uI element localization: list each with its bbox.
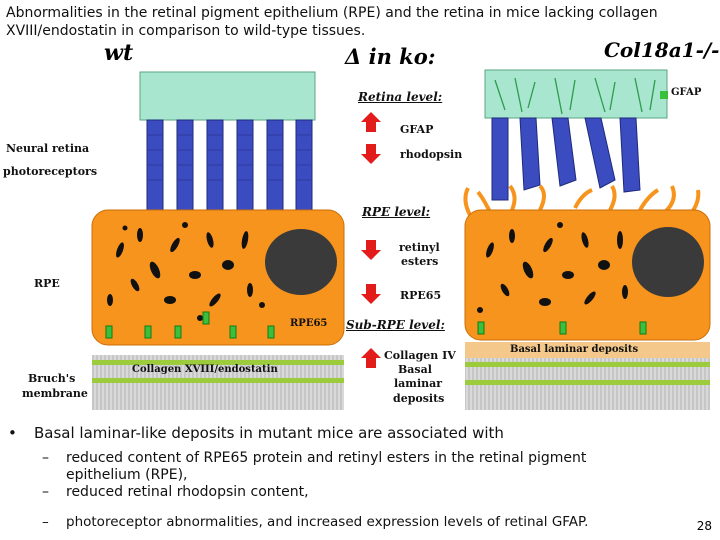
ko-gfap-label: GFAP — [671, 87, 701, 98]
center-esters: esters — [401, 255, 438, 268]
center-rpe65: RPE65 — [400, 289, 441, 302]
col18-header: Col18a1-/- — [604, 38, 719, 62]
sub-bullet-dash: – — [42, 450, 49, 467]
sub-bullet-dash: – — [42, 484, 49, 501]
sub-rpe-level-heading: Sub-RPE level: — [346, 318, 445, 332]
collagen-xviii-label: Collagen XVIII/endostatin — [132, 364, 278, 375]
center-collagen-iv: Collagen IV — [384, 349, 456, 362]
center-gfap: GFAP — [400, 123, 433, 136]
wt-collagen-band-bottom — [92, 378, 344, 383]
main-bullet-text: Basal laminar-like deposits in mutant mi… — [34, 424, 504, 442]
wt-panel — [92, 72, 344, 410]
retina-level-heading: Retina level: — [358, 90, 442, 104]
label-neural-retina: Neural retina — [6, 142, 89, 155]
wt-nucleus — [265, 229, 337, 295]
wt-header: wt — [104, 40, 133, 66]
ko-collagen-band-bottom — [465, 380, 710, 385]
sub-bullet-3-text: photoreceptor abnormalities, and increas… — [66, 514, 588, 531]
center-laminar: laminar — [394, 377, 442, 390]
ko-nucleus — [632, 227, 704, 297]
retinyl-down-arrow — [361, 240, 381, 260]
label-rpe: RPE — [34, 277, 60, 290]
page-number: 28 — [697, 519, 712, 533]
sub-bullet-2-text: reduced retinal rhodopsin content, — [66, 484, 309, 501]
center-basal: Basal — [398, 363, 432, 376]
wt-neural-retina-band — [140, 72, 315, 120]
collagen-up-arrow — [361, 348, 381, 368]
rpe-level-heading: RPE level: — [362, 205, 430, 219]
label-membrane: membrane — [22, 387, 88, 400]
ko-photoreceptors — [492, 118, 640, 200]
wt-rpe65-label: RPE65 — [290, 318, 327, 329]
ko-neural-retina-band — [485, 70, 667, 118]
rpe65-down-arrow — [361, 284, 381, 304]
wt-photoreceptor-stripes — [147, 135, 312, 180]
rhodopsin-down-arrow — [361, 144, 381, 164]
delta-ko-header: Δ in ko: — [345, 44, 435, 69]
center-rhodopsin: rhodopsin — [400, 148, 462, 161]
gfap-up-arrow — [361, 112, 381, 132]
basal-laminar-deposits-label: Basal laminar deposits — [510, 344, 638, 355]
center-retinyl: retinyl — [399, 241, 440, 254]
ko-panel — [465, 70, 710, 410]
ko-collagen-band-top — [465, 362, 710, 367]
label-photoreceptors: photoreceptors — [3, 165, 97, 178]
center-deposits: deposits — [393, 392, 444, 405]
sub-bullet-1-text: reduced content of RPE65 protein and ret… — [66, 450, 586, 467]
sub-bullet-dash: – — [42, 514, 49, 531]
bullet-dot: • — [8, 424, 17, 442]
ko-gfap-marker — [660, 91, 668, 99]
sub-bullet-1-cont-text: epithelium (RPE), — [66, 467, 188, 484]
label-bruchs: Bruch's — [28, 372, 75, 385]
